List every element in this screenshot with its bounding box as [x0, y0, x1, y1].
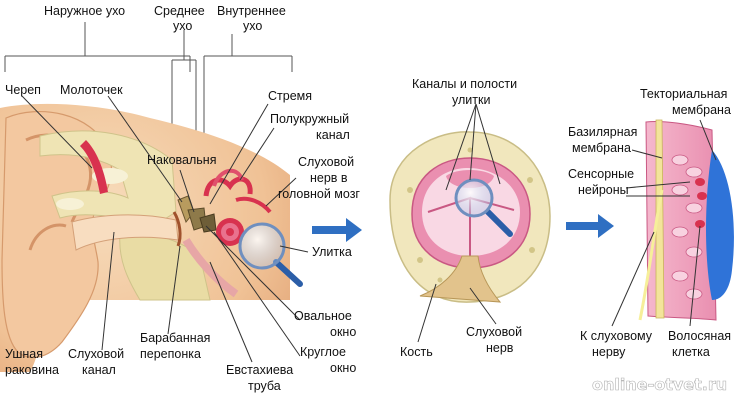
region-brackets — [4, 22, 293, 158]
label-bone: Кость — [400, 345, 433, 359]
label-hammer: Молоточек — [60, 83, 123, 97]
hair-cells — [695, 178, 707, 228]
label-sensory: Сенсорные — [568, 167, 634, 181]
label-hearing-nerve-2: нерв — [486, 341, 514, 355]
ear-panel: Наружное ухо Среднее ухо Внутреннее ухо … — [0, 4, 360, 393]
label-eardrum-2: перепонка — [140, 347, 201, 361]
magnifier-icon — [238, 222, 303, 287]
nerve-fiber — [638, 189, 664, 321]
right-arrow-icon — [312, 218, 362, 242]
label-inner-ear-2: ухо — [243, 19, 262, 33]
label-middle-ear-2: ухо — [173, 19, 192, 33]
label-oval-window: Овальное — [294, 309, 352, 323]
label-to-nerve: К слуховому — [580, 329, 653, 343]
label-to-nerve-2: нерву — [592, 345, 626, 359]
label-hair-cell: Волосяная — [668, 329, 731, 343]
label-cochlea-channels: Каналы и полости — [412, 77, 517, 91]
label-oval-window-2: окно — [330, 325, 356, 339]
label-ear-canal: Слуховой — [68, 347, 124, 361]
label-nerve-brain-3: головной мозг — [278, 187, 360, 201]
label-eardrum: Барабанная — [140, 331, 210, 345]
label-nerve-brain: Слуховой — [298, 155, 354, 169]
label-inner-ear: Внутреннее — [217, 4, 286, 18]
label-cochlea-channels-2: улитки — [452, 93, 490, 107]
label-skull: Череп — [5, 83, 41, 97]
label-hearing-nerve: Слуховой — [466, 325, 522, 339]
label-semicircular-2: канал — [316, 128, 350, 142]
label-tectorial: Текториальная — [640, 87, 727, 101]
label-eustachian: Евстахиева — [226, 363, 293, 377]
label-tectorial-2: мембрана — [672, 103, 731, 117]
cochlea-panel: Каналы и полости улитки Кость Слуховой н… — [389, 77, 551, 359]
label-outer-ear: Наружное ухо — [44, 4, 125, 18]
label-basilar-2: мембрана — [572, 141, 631, 155]
cochlea-nerve — [419, 255, 502, 303]
label-auricle-2: раковина — [5, 363, 59, 377]
label-cochlea: Улитка — [312, 245, 352, 259]
pointer-lines — [21, 95, 309, 363]
label-ear-canal-2: канал — [82, 363, 116, 377]
label-nerve-brain-2: нерв в — [310, 171, 348, 185]
cochlea-pointer-lines — [417, 103, 501, 343]
basilar-membrane-shape — [655, 119, 665, 319]
ear-canal-shape — [71, 214, 179, 251]
label-eustachian-2: труба — [248, 379, 281, 393]
skull-red-layer — [80, 140, 108, 194]
label-hair-cell-2: клетка — [672, 345, 710, 359]
tectorial-membrane-shape — [706, 150, 734, 300]
label-anvil: Наковальня — [147, 153, 216, 167]
eardrum-shape — [172, 211, 182, 247]
label-semicircular: Полукружный — [270, 112, 349, 126]
label-round-window-2: окно — [330, 361, 356, 375]
watermark: online-otvet.ru — [592, 375, 727, 394]
label-basilar: Базилярная — [568, 125, 637, 139]
label-round-window: Круглое — [300, 345, 346, 359]
label-sensory-2: нейроны — [578, 183, 629, 197]
right-arrow-icon — [566, 214, 614, 238]
eustachian-tube-shape — [182, 237, 239, 298]
corti-panel: Текториальная мембрана Базилярная мембра… — [568, 87, 734, 359]
corti-pointer-lines — [611, 119, 717, 327]
inner-ear-labyrinth — [203, 169, 272, 246]
label-auricle: Ушная — [5, 347, 43, 361]
magnifier-icon — [454, 178, 513, 237]
label-middle-ear: Среднее — [154, 4, 205, 18]
label-stirrup: Стремя — [268, 89, 312, 103]
